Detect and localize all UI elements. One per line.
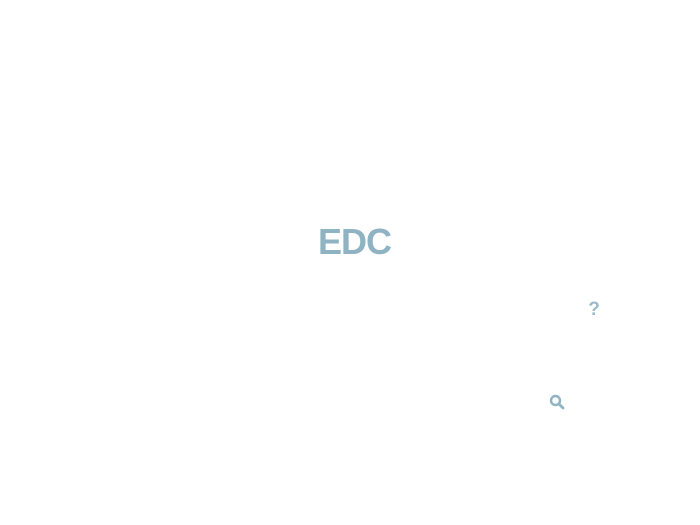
help-icon[interactable]: ? — [588, 299, 600, 320]
edc-logo: EDC — [318, 221, 392, 262]
search-icon[interactable] — [548, 393, 566, 411]
